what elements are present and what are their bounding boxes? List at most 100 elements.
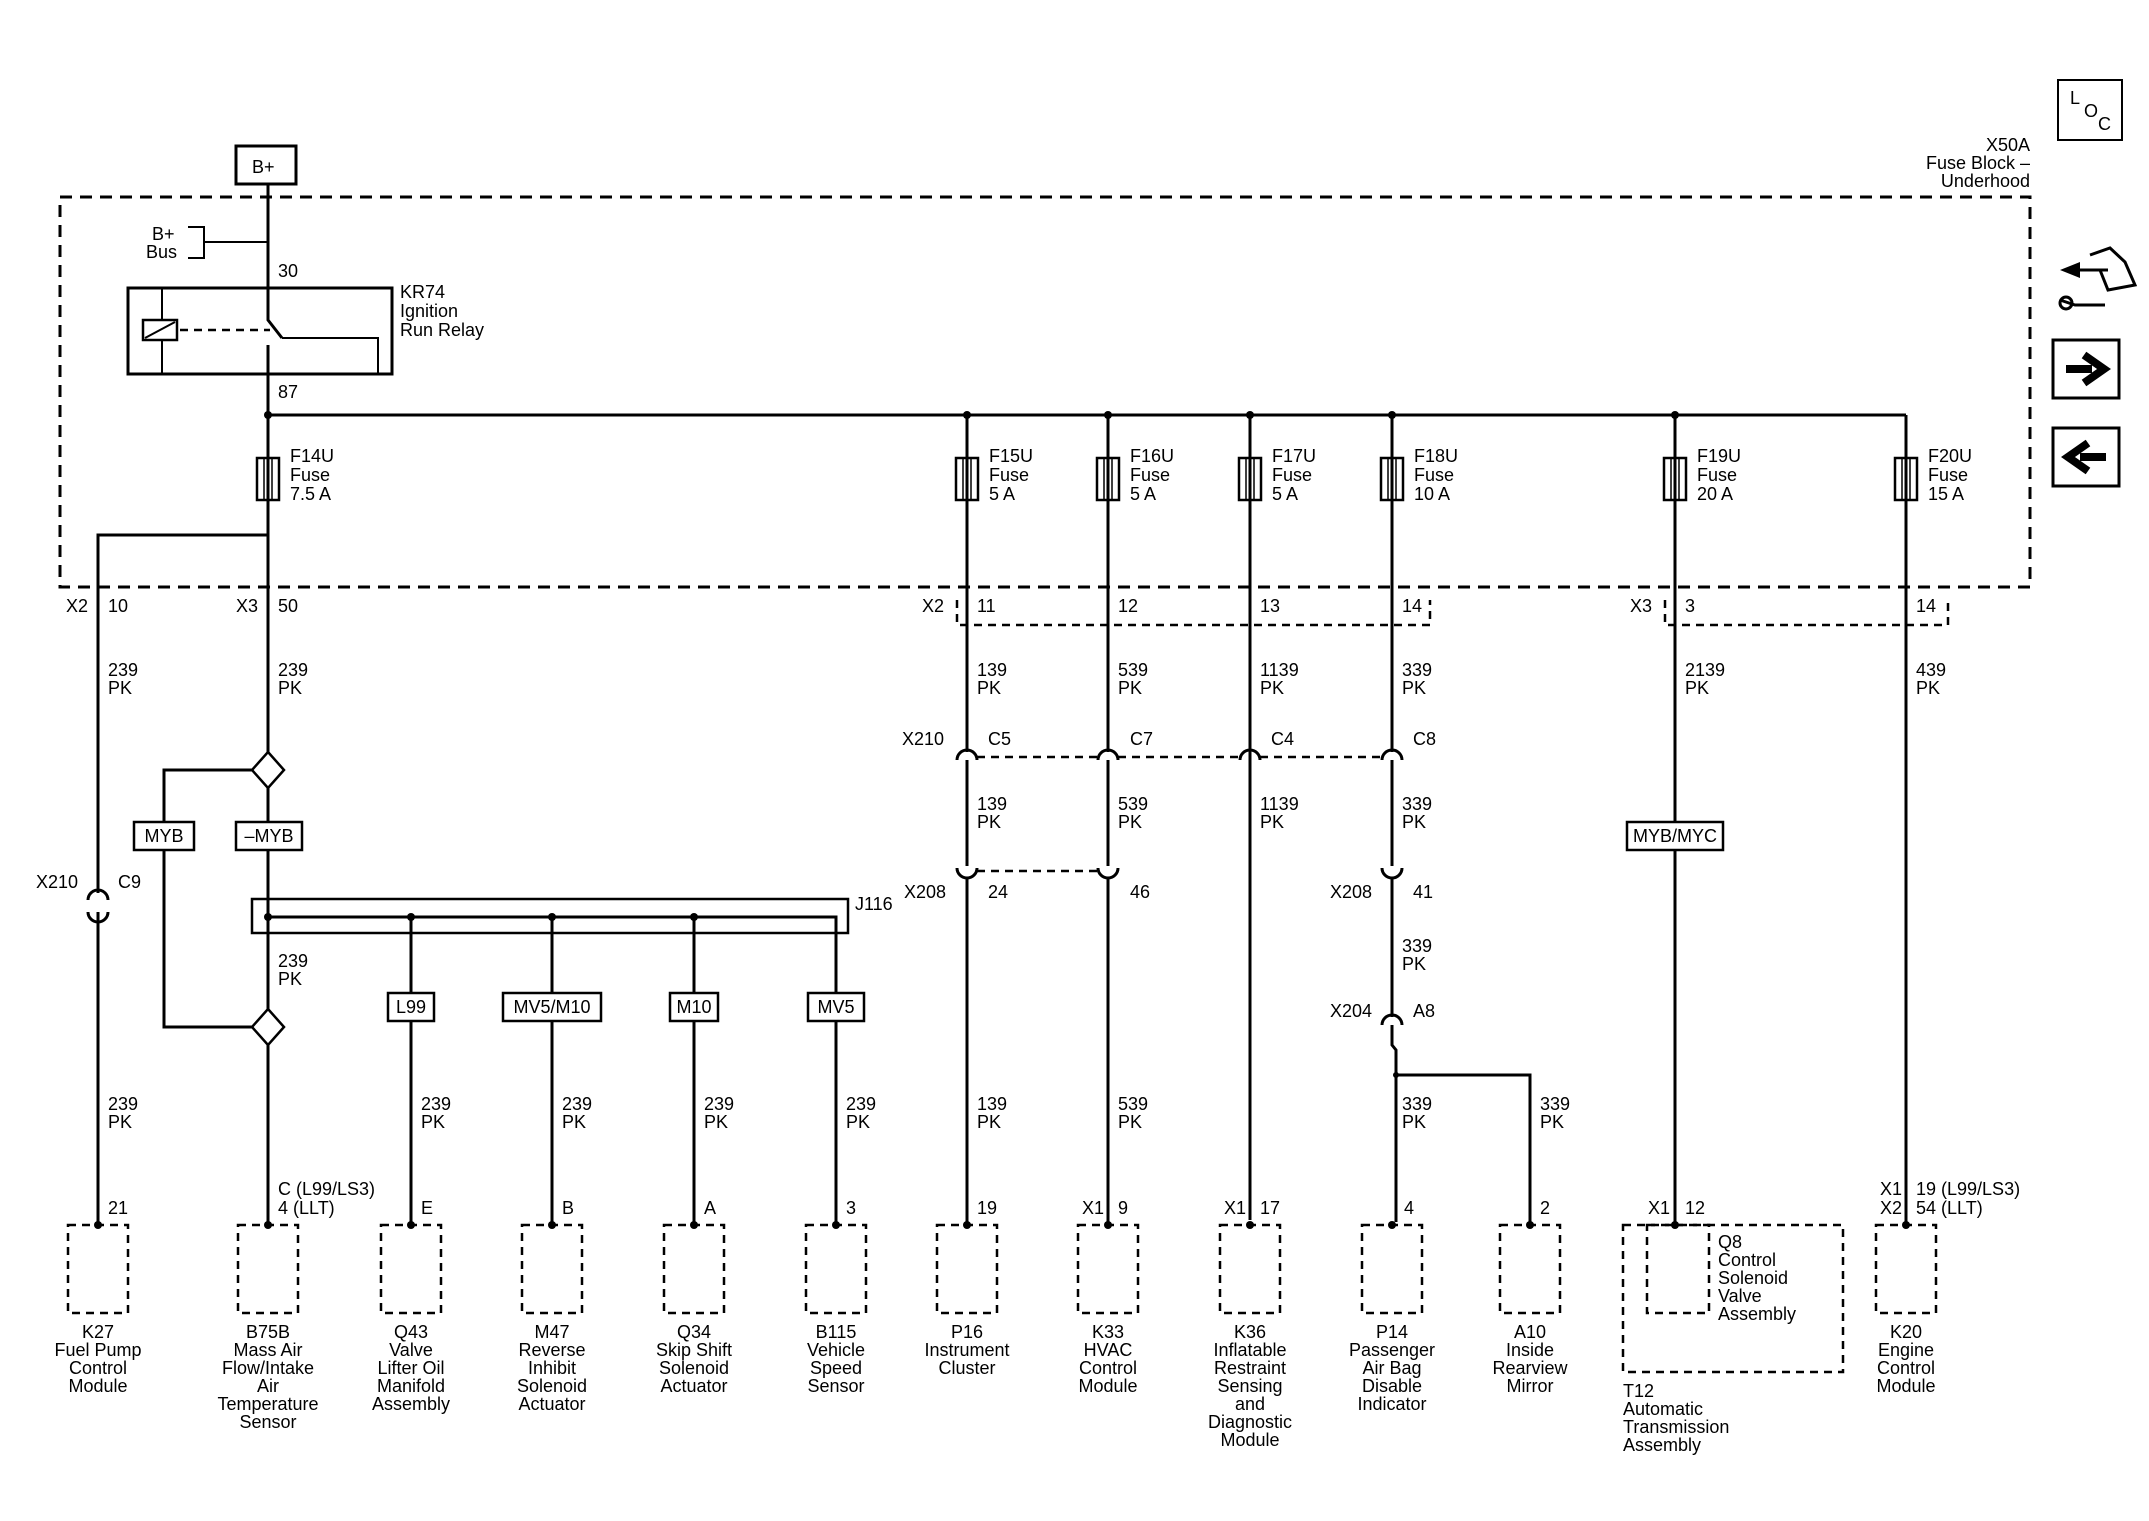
component-b115-line: Sensor	[807, 1376, 864, 1396]
component-b75b-line: Sensor	[239, 1412, 296, 1432]
component-k27-line: Module	[68, 1376, 127, 1396]
option-box-not-myb	[234, 820, 304, 852]
component-q34-line: Solenoid	[659, 1358, 729, 1378]
pin-14-a: 14	[1402, 596, 1422, 616]
bplus-source-box	[234, 144, 298, 186]
component-k33-line: Control	[1079, 1358, 1137, 1378]
component-b115-line: Vehicle	[807, 1340, 865, 1360]
component-b75b-line: Flow/Intake	[222, 1358, 314, 1378]
fuse-f17u-word: Fuse	[1272, 465, 1312, 485]
component-m47-id: M47	[534, 1322, 569, 1342]
component-a10-id: A10	[1514, 1322, 1546, 1342]
circuit-pk-x204-upper: PK	[1402, 954, 1426, 974]
component-m47-line: Actuator	[518, 1394, 585, 1414]
component-q34-id: Q34	[677, 1322, 711, 1342]
fuse-f15u-id: F15U	[989, 446, 1033, 466]
component-p14-line: Indicator	[1357, 1394, 1426, 1414]
component-a10-line: Mirror	[1507, 1376, 1554, 1396]
loc-icon[interactable]: L O C	[2057, 79, 2123, 141]
svg-text:PK: PK	[1260, 812, 1284, 832]
component-q43-line: Lifter Oil	[377, 1358, 444, 1378]
svg-text:539: 539	[1118, 794, 1148, 814]
x204-label: X204	[1330, 1001, 1372, 1021]
component-p16-line: Cluster	[938, 1358, 995, 1378]
component-q43-line: Manifold	[377, 1376, 445, 1396]
svg-text:PK: PK	[108, 1112, 132, 1132]
option-mybmyc-text: MYB/MYC	[1633, 826, 1717, 846]
svg-text:539: 539	[1118, 1094, 1148, 1114]
fuse-f16u-word: Fuse	[1130, 465, 1170, 485]
component-k33-line: Module	[1078, 1376, 1137, 1396]
pin-k36-x: X1	[1224, 1198, 1246, 1218]
bus-label-line2: Bus	[146, 242, 177, 262]
component-q34-line: Actuator	[660, 1376, 727, 1396]
t12-line-1: Automatic	[1623, 1399, 1703, 1419]
bus-label-line1: B+	[152, 224, 175, 244]
component-q34-line: Skip Shift	[656, 1340, 732, 1360]
component-k20-line: Module	[1876, 1376, 1935, 1396]
splice-j116	[250, 897, 850, 1222]
svg-text:PK: PK	[1916, 678, 1940, 698]
x210-connector-row	[955, 748, 1404, 866]
x208-pin-46: 46	[1130, 882, 1150, 902]
pin-x2-left: X2	[66, 596, 88, 616]
component-a10-line: Inside	[1506, 1340, 1554, 1360]
svg-text:239: 239	[421, 1094, 451, 1114]
component-k27-id: K27	[82, 1322, 114, 1342]
q8-line-2: Solenoid	[1718, 1268, 1788, 1288]
pin-b75b-2: 4 (LLT)	[278, 1198, 335, 1218]
component-k36[interactable]: K36InflatableRestraintSensingandDiagnost…	[1208, 1221, 1292, 1450]
svg-text:PK: PK	[108, 678, 132, 698]
pin-p14: 4	[1404, 1198, 1414, 1218]
svg-text:339: 339	[1402, 794, 1432, 814]
pin-14-b: 14	[1916, 596, 1936, 616]
fuse-f19u-rating: 20 A	[1697, 484, 1733, 504]
x210-label: X210	[902, 729, 944, 749]
component-k36-id: K36	[1234, 1322, 1266, 1342]
fuse-f19u-id: F19U	[1697, 446, 1741, 466]
pin-k33: 9	[1118, 1198, 1128, 1218]
circuit-339-x204-upper: 339	[1402, 936, 1432, 956]
fuse-f17u-rating: 5 A	[1272, 484, 1298, 504]
component-p14-line: Disable	[1362, 1376, 1422, 1396]
svg-text:PK: PK	[1118, 812, 1142, 832]
component-view-icon[interactable]	[2058, 246, 2138, 311]
x208-pin-41: 41	[1413, 882, 1433, 902]
q8-line-3: Valve	[1718, 1286, 1762, 1306]
bplus-bus-bracket	[188, 226, 268, 259]
svg-text:PK: PK	[846, 1112, 870, 1132]
component-k33-line: HVAC	[1084, 1340, 1133, 1360]
svg-text:PK: PK	[1118, 1112, 1142, 1132]
option-mv5-text: MV5	[817, 997, 854, 1017]
next-arrow-icon[interactable]	[2051, 338, 2121, 400]
svg-text:PK: PK	[421, 1112, 445, 1132]
pin-x3-left: X3	[236, 596, 258, 616]
svg-text:PK: PK	[1685, 678, 1709, 698]
svg-text:PK: PK	[1402, 1112, 1426, 1132]
fuse-f16u-rating: 5 A	[1130, 484, 1156, 504]
t12-id: T12	[1623, 1381, 1654, 1401]
option-m10-text: M10	[676, 997, 711, 1017]
prev-arrow-icon[interactable]	[2051, 426, 2121, 488]
svg-text:PK: PK	[977, 1112, 1001, 1132]
pin-50: 50	[278, 596, 298, 616]
pin-q34: A	[704, 1198, 716, 1218]
svg-text:139: 139	[977, 794, 1007, 814]
bplus-source-label: B+	[252, 157, 275, 177]
fuse-f15u-word: Fuse	[989, 465, 1029, 485]
component-k20-line: Engine	[1878, 1340, 1934, 1360]
